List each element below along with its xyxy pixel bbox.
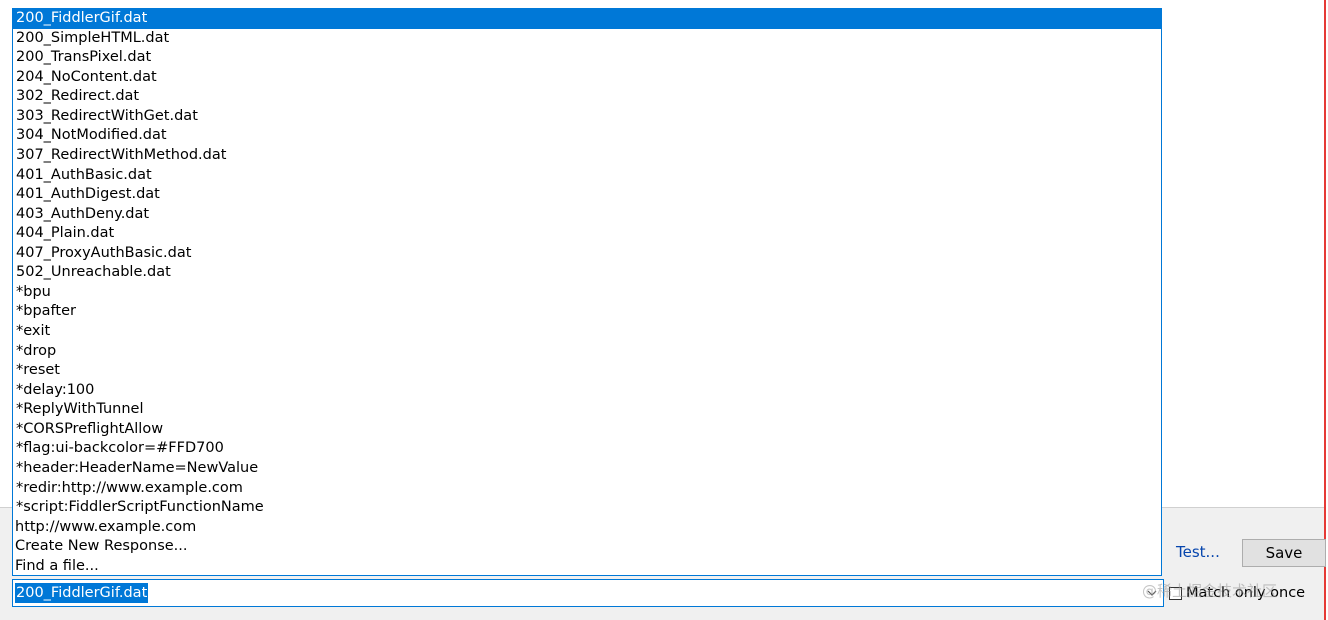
match-once-checkbox[interactable] xyxy=(1169,586,1182,600)
list-item[interactable]: 204_NoContent.dat xyxy=(16,68,157,85)
list-item[interactable]: *delay:100 xyxy=(16,381,95,398)
list-item[interactable]: 302_Redirect.dat xyxy=(16,88,140,105)
list-item[interactable]: 401_AuthBasic.dat xyxy=(16,166,152,183)
list-item[interactable]: http://www.example.com xyxy=(15,518,197,535)
list-item[interactable]: *redir:http://www.example.com xyxy=(16,479,243,496)
list-item[interactable]: 307_RedirectWithMethod.dat xyxy=(16,146,227,163)
list-item[interactable]: 303_RedirectWithGet.dat xyxy=(16,107,198,124)
list-item[interactable]: *ReplyWithTunnel xyxy=(16,401,144,418)
list-item[interactable]: 407_ProxyAuthBasic.dat xyxy=(16,244,192,261)
list-item[interactable]: *drop xyxy=(16,342,57,359)
list-item[interactable]: *reset xyxy=(16,362,60,379)
create-new-response-item[interactable]: Create New Response... xyxy=(15,538,188,555)
match-once-label: Match only once xyxy=(1186,585,1306,601)
list-item[interactable]: *bpu xyxy=(16,283,51,300)
list-item[interactable]: *CORSPreflightAllow xyxy=(16,420,164,437)
find-a-file-item[interactable]: Find a file... xyxy=(15,557,99,574)
response-dropdown-list[interactable]: 200_FiddlerGif.dat 200_SimpleHTML.dat 20… xyxy=(12,8,1162,576)
test-link[interactable]: Test... xyxy=(1176,543,1220,561)
list-item[interactable]: 200_SimpleHTML.dat xyxy=(16,29,170,46)
chevron-down-icon[interactable] xyxy=(1141,580,1163,606)
list-item[interactable]: 304_NotModified.dat xyxy=(16,127,167,144)
combo-selected-value[interactable]: 200_FiddlerGif.dat xyxy=(15,583,149,603)
list-item[interactable]: 404_Plain.dat xyxy=(16,225,115,242)
list-item[interactable]: 200_TransPixel.dat xyxy=(16,49,152,66)
response-combo-box[interactable]: 200_FiddlerGif.dat xyxy=(12,579,1164,607)
list-item[interactable]: 200_FiddlerGif.dat xyxy=(13,9,1161,29)
list-item[interactable]: *bpafter xyxy=(16,303,76,320)
list-item[interactable]: *script:FiddlerScriptFunctionName xyxy=(16,499,264,516)
list-item[interactable]: *exit xyxy=(16,323,51,339)
list-item[interactable]: 401_AuthDigest.dat xyxy=(16,186,160,203)
save-button[interactable]: Save xyxy=(1242,539,1326,567)
window-right-border xyxy=(1324,0,1326,620)
match-once-option[interactable]: Match only once xyxy=(1169,582,1305,604)
list-item[interactable]: *flag:ui-backcolor=#FFD700 xyxy=(16,440,224,457)
list-item[interactable]: 403_AuthDeny.dat xyxy=(16,205,150,222)
list-item[interactable]: *header:HeaderName=NewValue xyxy=(16,459,259,476)
list-item[interactable]: 502_Unreachable.dat xyxy=(16,264,171,281)
